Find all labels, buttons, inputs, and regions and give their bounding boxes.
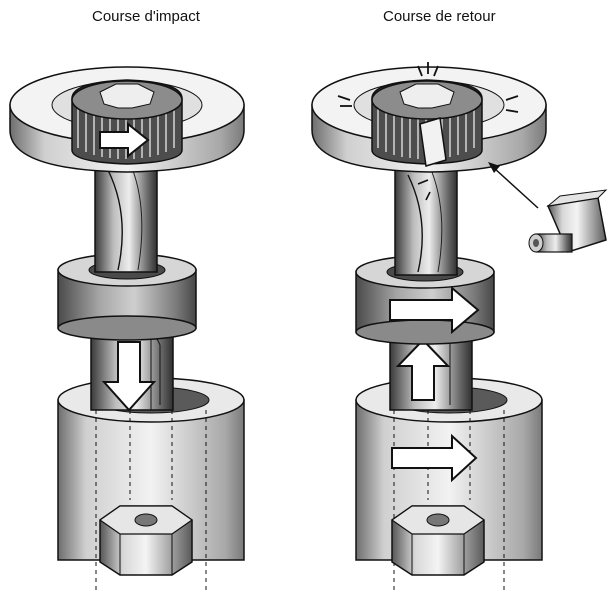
right-arrow-lower <box>391 433 478 483</box>
caption-return-stroke: Course de retour <box>383 8 496 25</box>
fluted-shaft <box>94 159 158 273</box>
up-arrow <box>395 338 451 401</box>
return-stroke-assembly <box>311 62 608 590</box>
caption-impact-stroke: Course d'impact <box>92 8 200 25</box>
hex-nut <box>98 505 194 576</box>
middle-ring <box>57 253 197 341</box>
spark-lines <box>337 62 519 113</box>
clutch-gear <box>71 79 183 165</box>
hammer-dog <box>419 117 447 167</box>
hammer-pin-detail <box>528 189 608 253</box>
impact-stroke-assembly <box>9 66 245 590</box>
hex-nut-right <box>390 505 486 576</box>
pointer-arrow <box>488 162 539 209</box>
down-arrow <box>101 341 157 412</box>
rotation-arrow <box>99 121 150 159</box>
clutch-gear-right <box>371 79 483 167</box>
right-arrow-ring <box>389 285 480 335</box>
